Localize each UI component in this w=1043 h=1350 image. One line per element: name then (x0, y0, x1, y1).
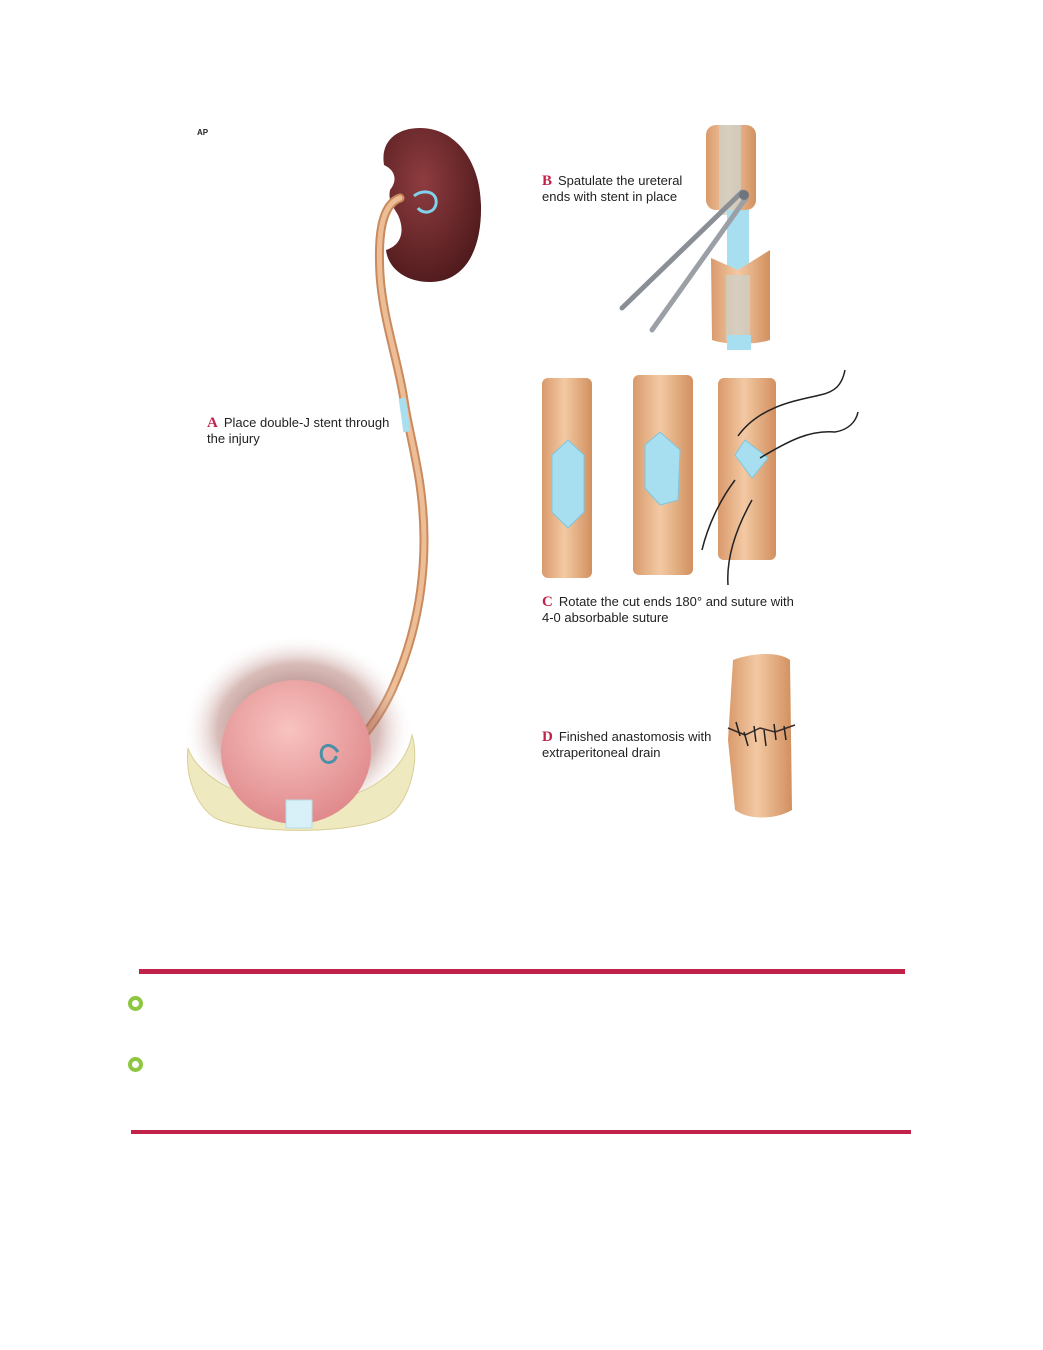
bladder (183, 635, 416, 831)
panel-d-anastomosis (727, 654, 796, 818)
divider-top (139, 969, 905, 974)
circle-bullet-icon (128, 996, 143, 1011)
suture-marks (735, 721, 787, 747)
circle-bullet-icon (128, 1057, 143, 1072)
caption-text: Spatulate the ureteral ends with stent i… (542, 173, 683, 204)
caption-letter: A (207, 415, 218, 431)
panel-c-ureter-1 (542, 378, 592, 578)
corner-mark: AP (197, 128, 209, 137)
divider-bottom (131, 1130, 911, 1134)
caption-text: Finished anastomosis with extraperitonea… (542, 729, 712, 760)
panel-c-ureter-3 (701, 369, 859, 586)
scissors-icon (619, 189, 749, 333)
kidney (383, 128, 482, 282)
caption-text: Rotate the cut ends 180° and suture with… (542, 594, 794, 625)
caption-text: Place double-J stent through the injury (207, 415, 390, 446)
panel-c-ureter-2 (633, 375, 693, 575)
caption-letter: C (542, 594, 553, 610)
caption-letter: D (542, 729, 553, 745)
caption-letter: B (542, 173, 553, 189)
panel-b-ureter (706, 125, 770, 350)
